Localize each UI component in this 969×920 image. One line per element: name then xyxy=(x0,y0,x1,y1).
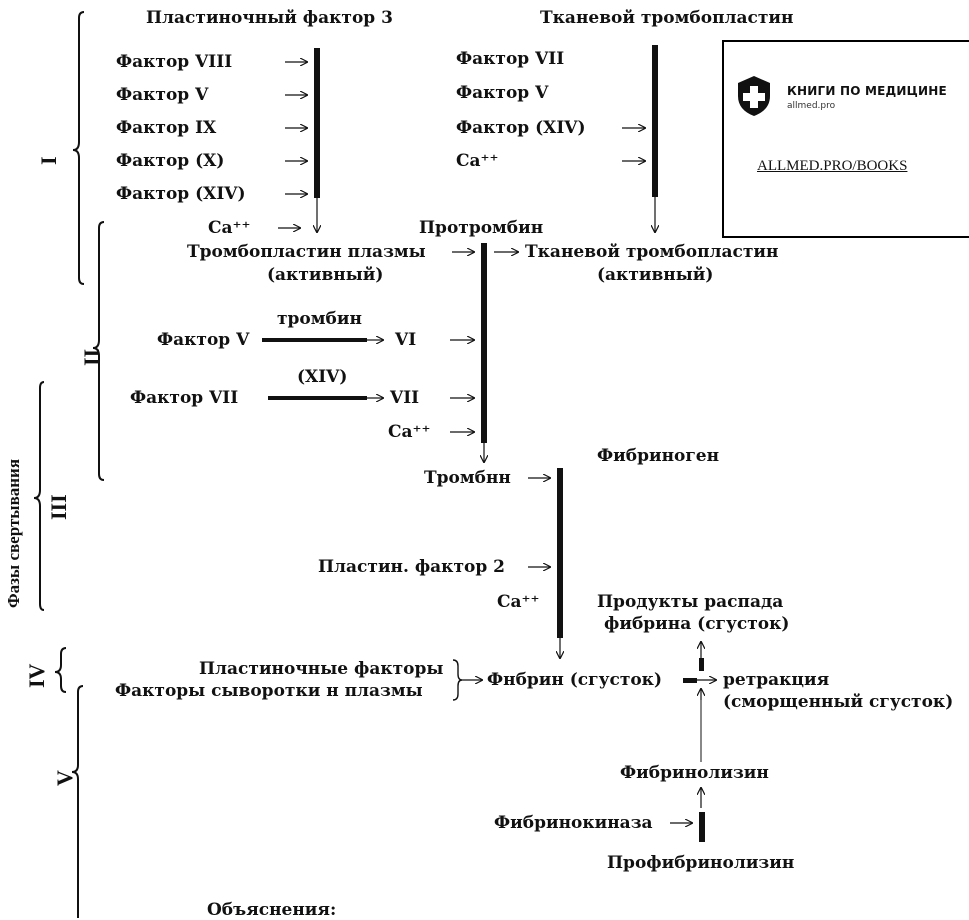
fibrinolysin: Фибринолизин xyxy=(620,763,769,783)
prothrombin-label: Протромбин xyxy=(419,218,544,238)
bar-fibrinokinase xyxy=(699,812,705,842)
left-factor-2: Фактор V xyxy=(116,85,209,105)
phase-label-v: V xyxy=(52,770,77,786)
reaction-vii: VII xyxy=(390,388,420,408)
explanations-heading: Объяснения: xyxy=(207,900,337,920)
retraction-2: (сморщенный сгусток) xyxy=(723,692,954,712)
allmed-books-link[interactable]: ALLMED.PRO/BOOKS xyxy=(757,158,908,174)
bracket-phase-ii xyxy=(92,221,105,481)
right-factor-2: Фактор V xyxy=(456,83,549,103)
phase2-ca: Ca⁺⁺ xyxy=(388,422,431,442)
bracket-phase-i xyxy=(72,11,85,285)
bar-fibrinogen xyxy=(557,468,563,638)
tissue-thromboplastin-active: (активный) xyxy=(597,265,714,285)
retraction-1: ретракция xyxy=(723,670,830,690)
plasma-thromboplastin-active: (активный) xyxy=(267,265,384,285)
left-factor-5: Фактор (XIV) xyxy=(116,184,246,204)
logo-title: КНИГИ ПО МЕДИЦИНЕ xyxy=(787,84,947,98)
degradation-products-2: фибрина (сгусток) xyxy=(604,614,790,634)
left-factor-3: Фактор IX xyxy=(116,118,217,138)
bracket-phase-iv xyxy=(54,647,67,693)
reaction-thrombin-label: тромбин xyxy=(277,309,362,329)
phases-title: Фазы свертывания xyxy=(4,458,23,608)
fibrin-clot: Фнбрин (сгусток) xyxy=(487,670,663,690)
left-factor-1: Фактор VIII xyxy=(116,52,233,72)
left-factor-4: Фактор (X) xyxy=(116,151,225,171)
tissue-thromboplastin: Тканевой тромбопластин xyxy=(525,242,779,262)
phase-label-i: I xyxy=(36,156,61,165)
medical-cross-icon xyxy=(738,76,770,116)
reaction-factor-v: Фактор V xyxy=(157,330,250,350)
left-ca: Ca⁺⁺ xyxy=(208,218,251,238)
platelet-factor-2: Пластин. фактор 2 xyxy=(318,557,505,577)
reaction-factor-vii: Фактор VII xyxy=(130,388,239,408)
right-factor-3: Фактор (XIV) xyxy=(456,118,586,138)
bracket-phase-iii xyxy=(33,381,45,611)
phase-label-iv: IV xyxy=(24,663,49,688)
phase-label-ii: II xyxy=(79,348,104,366)
serum-plasma-factors: Факторы сыворотки н плазмы xyxy=(115,681,423,701)
reaction-xiv-label: (XIV) xyxy=(297,367,348,387)
phase-label-iii: III xyxy=(46,494,71,520)
platelet-factors: Пластиночные факторы xyxy=(199,659,444,679)
right-factor-4: Ca⁺⁺ xyxy=(456,151,499,171)
degradation-products-1: Продукты распада xyxy=(597,592,784,612)
bar-right-top xyxy=(652,45,658,197)
fibrinogen-label: Фибриноген xyxy=(597,446,720,466)
logo-subtitle: allmed.pro xyxy=(787,101,836,111)
bar-left-top xyxy=(314,48,320,198)
bracket-phase-v xyxy=(71,685,84,918)
header-tissue-thromboplastin: Тканевой тромбопластин xyxy=(540,8,794,28)
right-factor-1: Фактор VII xyxy=(456,49,565,69)
phase3-ca: Ca⁺⁺ xyxy=(497,592,540,612)
fibrinokinase: Фибринокиназа xyxy=(494,813,653,833)
allmed-logo-box[interactable]: КНИГИ ПО МЕДИЦИНЕ allmed.pro ALLMED.PRO/… xyxy=(722,40,969,238)
plasma-thromboplastin: Тромбопластин плазмы xyxy=(187,242,426,262)
bar-prothrombin xyxy=(481,243,487,443)
thrombin-label: Тромбнн xyxy=(424,468,511,488)
profibrinolysin: Профибринолизин xyxy=(607,853,795,873)
reaction-vi: VI xyxy=(395,330,417,350)
header-platelet-factor-3: Пластиночный фактор 3 xyxy=(146,8,393,28)
